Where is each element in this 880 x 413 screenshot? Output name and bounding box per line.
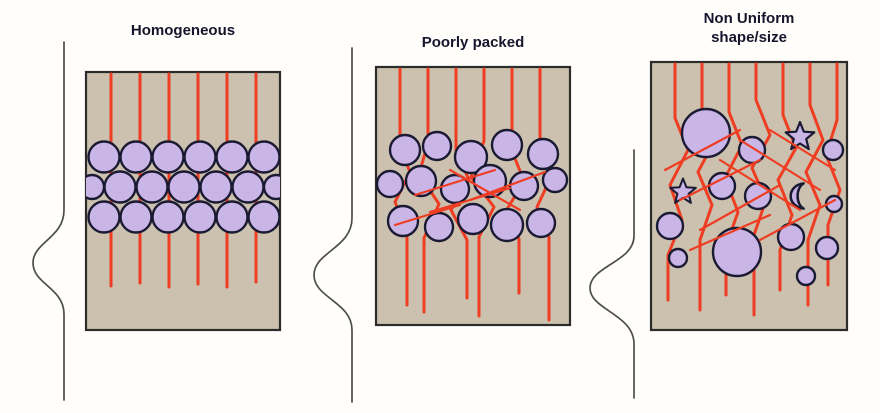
- panel-title-poorly-packed: Poorly packed: [421, 34, 525, 51]
- peak-curve-non-uniform: [589, 149, 635, 399]
- flow-tangle-poorly-packed: [393, 168, 547, 227]
- particles-poorly-packed: [376, 128, 569, 243]
- star-particle-top: [784, 120, 816, 151]
- panel-non-uniform: [649, 60, 849, 332]
- crescent-particle: [789, 182, 805, 210]
- panel-title-homogeneous: Homogeneous: [130, 22, 236, 39]
- flow-tangle-non-uniform: [663, 128, 837, 252]
- particles-homogeneous: [86, 140, 280, 234]
- peak-curve-poorly-packed: [313, 47, 353, 403]
- particles-non-uniform: [655, 107, 845, 287]
- panel-poorly-packed: [374, 65, 572, 327]
- peak-curve-homogeneous: [32, 41, 65, 401]
- panel-homogeneous: [84, 70, 282, 332]
- panel-title-non-uniform: Non Uniform shape/size: [703, 10, 795, 46]
